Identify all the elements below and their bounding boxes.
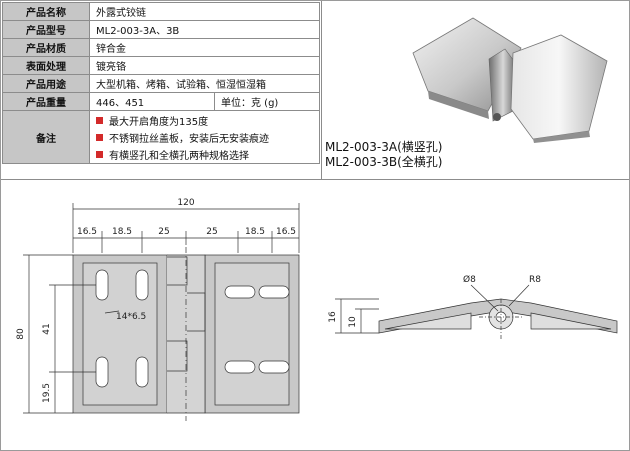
slot-horizontal: [224, 285, 256, 299]
header-divider-vertical: [321, 1, 322, 179]
note-item: 有横竖孔和全横孔两种规格选择: [96, 146, 313, 163]
spec-row: 表面处理 镀亮铬: [2, 56, 320, 75]
dim-top: 16.5: [77, 227, 97, 237]
spec-label: 表面处理: [2, 56, 90, 75]
spec-value: 大型机箱、烤箱、试验箱、恒湿恒湿箱: [89, 74, 320, 93]
spec-value: 锌合金: [89, 38, 320, 57]
spec-label: 产品材质: [2, 38, 90, 57]
note-text: 有横竖孔和全横孔两种规格选择: [109, 150, 249, 162]
dim-top: 18.5: [245, 227, 265, 237]
spec-row: 产品用途 大型机箱、烤箱、试验箱、恒湿恒湿箱: [2, 74, 320, 93]
front-view: [72, 247, 300, 421]
model-label: ML2-003-3B(全横孔): [325, 155, 443, 169]
bullet-square-icon: [96, 150, 103, 158]
dim-top: 16.5: [276, 227, 296, 237]
slot-vertical: [135, 269, 149, 301]
slot-size-label: 14*6.5: [116, 312, 146, 322]
weight-value: 446、451: [89, 92, 215, 111]
weight-unit: 单位：克 (g): [214, 92, 320, 111]
note-text: 不锈钢拉丝盖板，安装后无安装痕迹: [109, 133, 269, 145]
slot-horizontal: [258, 360, 290, 374]
spec-label: 产品用途: [2, 74, 90, 93]
model-label: ML2-003-3A(横竖孔): [325, 140, 443, 154]
top-dimensions: [72, 203, 300, 253]
hinge-photo: [412, 17, 608, 143]
slot-vertical: [135, 356, 149, 388]
spec-row: 产品型号 ML2-003-3A、3B: [2, 20, 320, 39]
dim-height: 80: [16, 328, 26, 340]
note-item: 不锈钢拉丝盖板，安装后无安装痕迹: [96, 129, 313, 146]
spec-value: ML2-003-3A、3B: [89, 20, 320, 39]
spec-row: 产品名称 外露式铰链: [2, 2, 320, 21]
notes-label: 备注: [2, 110, 90, 164]
spec-row-weight: 产品重量 446、451 单位：克 (g): [2, 92, 320, 111]
spec-label: 产品重量: [2, 92, 90, 111]
spec-label: 产品名称: [2, 2, 90, 21]
left-dimensions: [23, 254, 120, 414]
spec-label: 产品型号: [2, 20, 90, 39]
note-item: 最大开启角度为135度: [96, 112, 313, 129]
notes-list: 最大开启角度为135度 不锈钢拉丝盖板，安装后无安装痕迹 有横竖孔和全横孔两种规…: [96, 112, 313, 163]
dim-top: 25: [158, 227, 169, 237]
slot-horizontal: [258, 285, 290, 299]
dim-top: 18.5: [112, 227, 132, 237]
slot-horizontal: [224, 360, 256, 374]
spec-row-notes: 备注 最大开启角度为135度 不锈钢拉丝盖板，安装后无安装痕迹 有横竖孔和全横孔…: [2, 110, 320, 164]
dim-left: 41: [42, 323, 52, 334]
note-text: 最大开启角度为135度: [109, 116, 209, 128]
dim-top: 25: [206, 227, 217, 237]
bullet-square-icon: [96, 116, 103, 124]
dim-side: 16: [328, 311, 338, 323]
notes-cell: 最大开启角度为135度 不锈钢拉丝盖板，安装后无安装痕迹 有横竖孔和全横孔两种规…: [89, 110, 320, 164]
spec-row: 产品材质 锌合金: [2, 38, 320, 57]
spec-value: 镀亮铬: [89, 56, 320, 75]
radius-label: R8: [529, 275, 541, 285]
dim-left: 19.5: [42, 383, 52, 403]
cover-plate-right: [214, 262, 290, 406]
slot-vertical: [95, 356, 109, 388]
technical-drawing: 120 16.5 18.5 25 25 18.5 16.5 80 41 19.5…: [16, 198, 618, 421]
slot-vertical: [95, 269, 109, 301]
dim-side: 10: [348, 316, 358, 328]
spec-table: 产品名称 外露式铰链 产品型号 ML2-003-3A、3B 产品材质 锌合金 表…: [2, 2, 320, 164]
bullet-square-icon: [96, 133, 103, 141]
model-labels: ML2-003-3A(横竖孔) ML2-003-3B(全横孔): [325, 140, 442, 170]
side-view: [335, 284, 618, 339]
hole-diameter-label: Ø8: [463, 274, 476, 285]
dim-overall-width: 120: [177, 198, 194, 208]
spec-value: 外露式铰链: [89, 2, 320, 21]
header-divider-horizontal: [1, 179, 629, 180]
